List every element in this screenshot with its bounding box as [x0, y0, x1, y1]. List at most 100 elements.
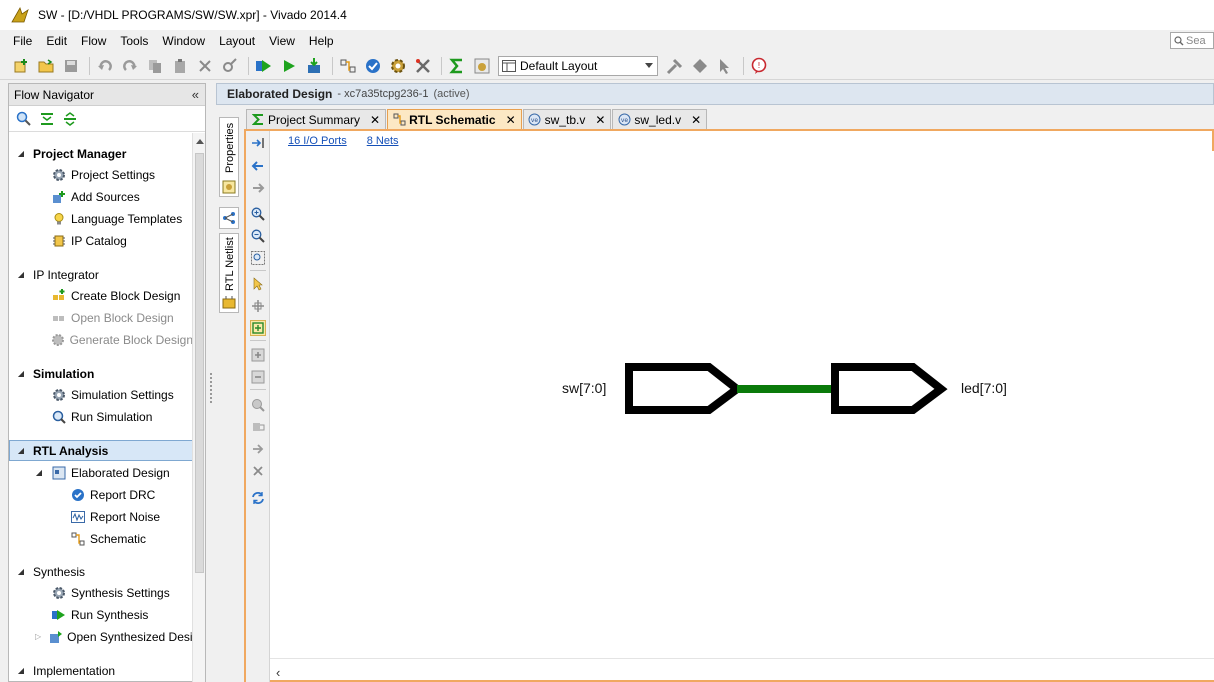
close-icon[interactable]: ✕	[595, 112, 606, 127]
web-talk-button[interactable]: !	[748, 55, 770, 77]
flow-navigator-scrollbar[interactable]	[192, 133, 205, 682]
debug-button[interactable]	[664, 55, 686, 77]
menu-flow[interactable]: Flow	[81, 34, 107, 48]
select-tool-button[interactable]	[714, 55, 736, 77]
close-icon[interactable]: ✕	[370, 112, 381, 127]
nav-item-generate-block-design[interactable]: Generate Block Design	[9, 329, 193, 350]
side-tab-rtl-netlist[interactable]: RTL Netlist	[219, 233, 239, 313]
section-implementation[interactable]: ◢ Implementation	[9, 660, 193, 681]
nav-item-report-drc[interactable]: Report DRC	[9, 484, 193, 505]
layout-settings-button[interactable]	[471, 55, 493, 77]
collapse-panel-button[interactable]: «	[191, 87, 199, 102]
unmark-button[interactable]	[250, 441, 266, 457]
close-icon[interactable]: ✕	[691, 112, 702, 127]
nav-item-language-templates[interactable]: Language Templates	[9, 208, 193, 229]
section-label: IP Integrator	[33, 267, 99, 282]
tab-project-summary[interactable]: Project Summary ✕	[246, 109, 387, 129]
redo-button[interactable]	[119, 55, 141, 77]
nets-link[interactable]: 8 Nets	[366, 135, 399, 147]
section-rtl-analysis[interactable]: ◢ RTL Analysis	[9, 440, 193, 461]
project-settings-button[interactable]	[387, 55, 409, 77]
section-ip-integrator[interactable]: ◢ IP Integrator	[9, 264, 193, 285]
splitter-grip[interactable]	[210, 373, 212, 403]
mark-button[interactable]	[250, 419, 266, 435]
clear-button[interactable]	[250, 463, 266, 479]
nav-item-open-block-design[interactable]: Open Block Design	[9, 307, 193, 328]
nav-item-run-simulation[interactable]: Run Simulation	[9, 406, 193, 427]
nav-item-create-block-design[interactable]: Create Block Design	[9, 285, 193, 306]
report-drc-button[interactable]	[362, 55, 384, 77]
nav-item-add-sources[interactable]: Add Sources	[9, 186, 193, 207]
tools-button[interactable]	[412, 55, 434, 77]
close-icon[interactable]: ✕	[505, 112, 516, 127]
collapse-cell-button[interactable]	[250, 369, 266, 385]
zoom-in-button[interactable]	[250, 206, 266, 222]
back-button[interactable]	[250, 158, 266, 174]
menu-help[interactable]: Help	[308, 34, 334, 48]
select-area-button[interactable]	[250, 276, 266, 292]
panel-splitter[interactable]	[206, 83, 216, 682]
search-input[interactable]: Sea	[1170, 32, 1214, 49]
auto-fit-button[interactable]	[250, 320, 266, 336]
menu-view[interactable]: View	[269, 34, 295, 48]
tab-sw-led-v[interactable]: ve sw_led.v ✕	[612, 109, 708, 129]
tab-rtl-schematic[interactable]: RTL Schematic ✕	[387, 109, 522, 129]
undo-button[interactable]	[94, 55, 116, 77]
pan-button[interactable]	[250, 298, 266, 314]
nav-item-ip-catalog[interactable]: IP Catalog	[9, 230, 193, 251]
zoom-out-button[interactable]	[250, 228, 266, 244]
scroll-up-icon[interactable]	[196, 139, 204, 144]
collapse-all-button[interactable]	[37, 109, 57, 129]
new-project-button[interactable]	[10, 55, 32, 77]
nav-item-project-settings[interactable]: Project Settings	[9, 164, 193, 185]
zoom-fit-button[interactable]	[250, 250, 266, 266]
mark-debug-button[interactable]	[689, 55, 711, 77]
save-button[interactable]	[60, 55, 82, 77]
settings-tool-button[interactable]	[219, 55, 241, 77]
menu-file[interactable]: File	[13, 34, 33, 48]
input-port-sw-symbol[interactable]	[625, 363, 744, 414]
expand-to-level-button[interactable]	[250, 135, 266, 151]
side-tab-netlist-hierarchy[interactable]	[219, 207, 239, 229]
refresh-button[interactable]	[250, 490, 266, 506]
section-simulation[interactable]: ◢ Simulation	[9, 363, 193, 384]
section-project-manager[interactable]: ◢ Project Manager	[9, 143, 193, 164]
open-project-button[interactable]	[35, 55, 57, 77]
expand-cell-button[interactable]	[250, 347, 266, 363]
search-placeholder: Sea	[1186, 34, 1206, 47]
schematic-button[interactable]	[337, 55, 359, 77]
forward-button[interactable]	[250, 180, 266, 196]
program-device-button[interactable]	[303, 55, 325, 77]
nav-item-schematic[interactable]: Schematic	[9, 528, 193, 549]
find-button[interactable]	[250, 397, 266, 413]
schematic-horizontal-scrollbar[interactable]: ‹	[270, 658, 1214, 680]
menu-layout[interactable]: Layout	[219, 34, 256, 48]
scrollbar-thumb[interactable]	[195, 153, 204, 573]
output-port-led-symbol[interactable]	[831, 363, 948, 414]
expand-all-button[interactable]	[60, 109, 80, 129]
section-synthesis[interactable]: ◢ Synthesis	[9, 561, 193, 582]
run-all-button[interactable]	[253, 55, 275, 77]
menu-window[interactable]: Window	[162, 34, 206, 48]
nav-search-button[interactable]	[14, 109, 34, 129]
paste-button[interactable]	[169, 55, 191, 77]
delete-button[interactable]	[194, 55, 216, 77]
copy-button[interactable]	[144, 55, 166, 77]
nav-item-run-synthesis[interactable]: Run Synthesis	[9, 604, 193, 625]
tab-sw-tb-v[interactable]: ve sw_tb.v ✕	[522, 109, 612, 129]
nav-item-report-noise[interactable]: Report Noise	[9, 506, 193, 527]
side-tab-properties[interactable]: Properties	[219, 117, 239, 197]
run-button[interactable]	[278, 55, 300, 77]
project-summary-button[interactable]	[446, 55, 468, 77]
nav-item-synthesis-settings[interactable]: Synthesis Settings	[9, 582, 193, 603]
nav-item-simulation-settings[interactable]: Simulation Settings	[9, 384, 193, 405]
menu-edit[interactable]: Edit	[46, 34, 68, 48]
menu-tools[interactable]: Tools	[120, 34, 149, 48]
nav-item-elaborated-design[interactable]: ◢ Elaborated Design	[9, 462, 193, 483]
io-ports-link[interactable]: 16 I/O Ports	[288, 135, 347, 147]
layout-dropdown[interactable]: Default Layout	[498, 55, 658, 76]
schematic-canvas[interactable]: sw[7:0] led[7:0]	[270, 151, 1214, 660]
run-simulation-icon	[51, 409, 67, 425]
nav-item-open-synthesized-design[interactable]: ▷ Open Synthesized Design	[9, 626, 193, 647]
scroll-left-icon[interactable]: ‹	[276, 665, 281, 680]
